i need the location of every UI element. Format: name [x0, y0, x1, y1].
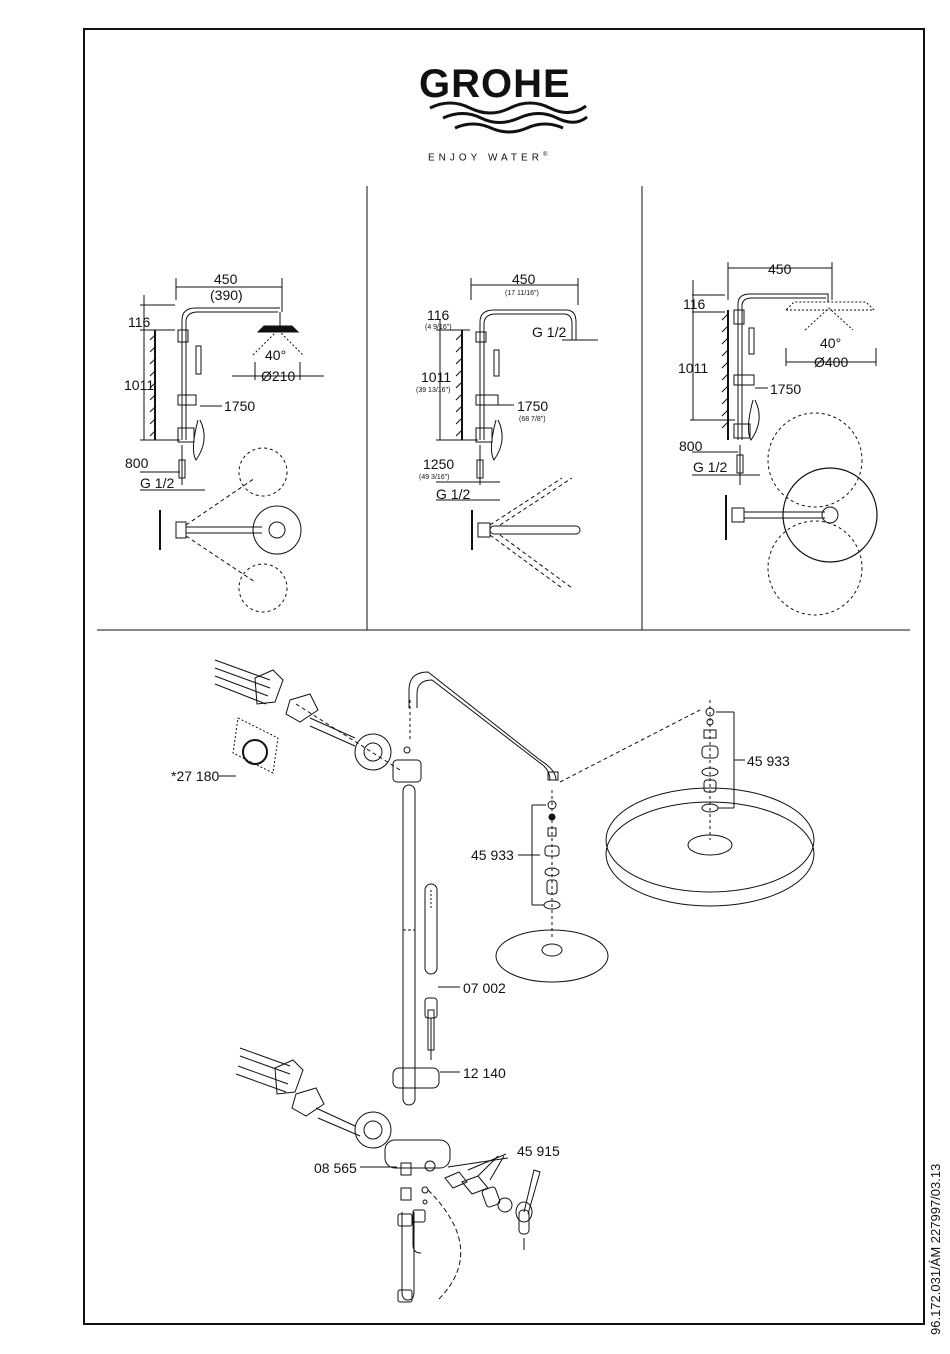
- part-08565: 08 565: [314, 1161, 357, 1175]
- dim-thread: G 1/2: [436, 487, 470, 501]
- dim-width: 450: [512, 272, 535, 286]
- dim-thread-right: G 1/2: [532, 325, 566, 339]
- dim-hose: 1750: [517, 399, 548, 413]
- part-45915: 45 915: [517, 1144, 560, 1158]
- part-12140: 12 140: [463, 1066, 506, 1080]
- dim-hose-inch: (68 7/8"): [519, 416, 546, 423]
- head-large-stack: [606, 700, 814, 906]
- dim-height: 1011: [124, 378, 154, 392]
- dim-height: 1011: [678, 361, 708, 375]
- dim-bottom-inch: (49 3/16"): [419, 474, 450, 481]
- dim-diameter: Ø210: [261, 369, 295, 383]
- dim-bottom: 800: [125, 456, 148, 470]
- dim-bottom: 800: [679, 439, 702, 453]
- dim-diameter: Ø400: [814, 355, 848, 369]
- dim-top-inch: (4 9/16"): [425, 324, 452, 331]
- part-27180: *27 180: [171, 769, 219, 783]
- part-45933-small-head: 45 933: [471, 848, 514, 862]
- dim-angle: 40°: [265, 348, 286, 362]
- dim-top: 116: [128, 315, 150, 329]
- head-small-stack: [496, 710, 700, 982]
- dim-top: 116: [683, 297, 705, 311]
- dim-width-alt: (390): [210, 288, 243, 302]
- exploded-view-drawing: [215, 660, 814, 1302]
- dim-width-inch: (17 11/16"): [505, 290, 539, 297]
- part-45933-large-head: 45 933: [747, 754, 790, 768]
- dim-height: 1011: [421, 370, 451, 384]
- panel-left-drawing: [140, 278, 324, 612]
- dim-width: 450: [768, 262, 791, 276]
- dim-width: 450: [214, 272, 237, 286]
- dim-thread: G 1/2: [693, 460, 727, 474]
- panel-middle-drawing: [436, 278, 598, 588]
- dim-height-inch: (39 13/16"): [416, 387, 450, 394]
- dim-thread: G 1/2: [140, 476, 174, 490]
- dim-hose: 1750: [770, 382, 801, 396]
- dim-angle: 40°: [820, 336, 841, 350]
- dim-top: 116: [427, 308, 449, 322]
- part-07002: 07 002: [463, 981, 506, 995]
- dim-bottom: 1250: [423, 457, 454, 471]
- panel-right-drawing: [690, 262, 877, 615]
- document-number: 96.172.031/ÁM 227997/03.13: [928, 1164, 943, 1335]
- dim-hose: 1750: [224, 399, 255, 413]
